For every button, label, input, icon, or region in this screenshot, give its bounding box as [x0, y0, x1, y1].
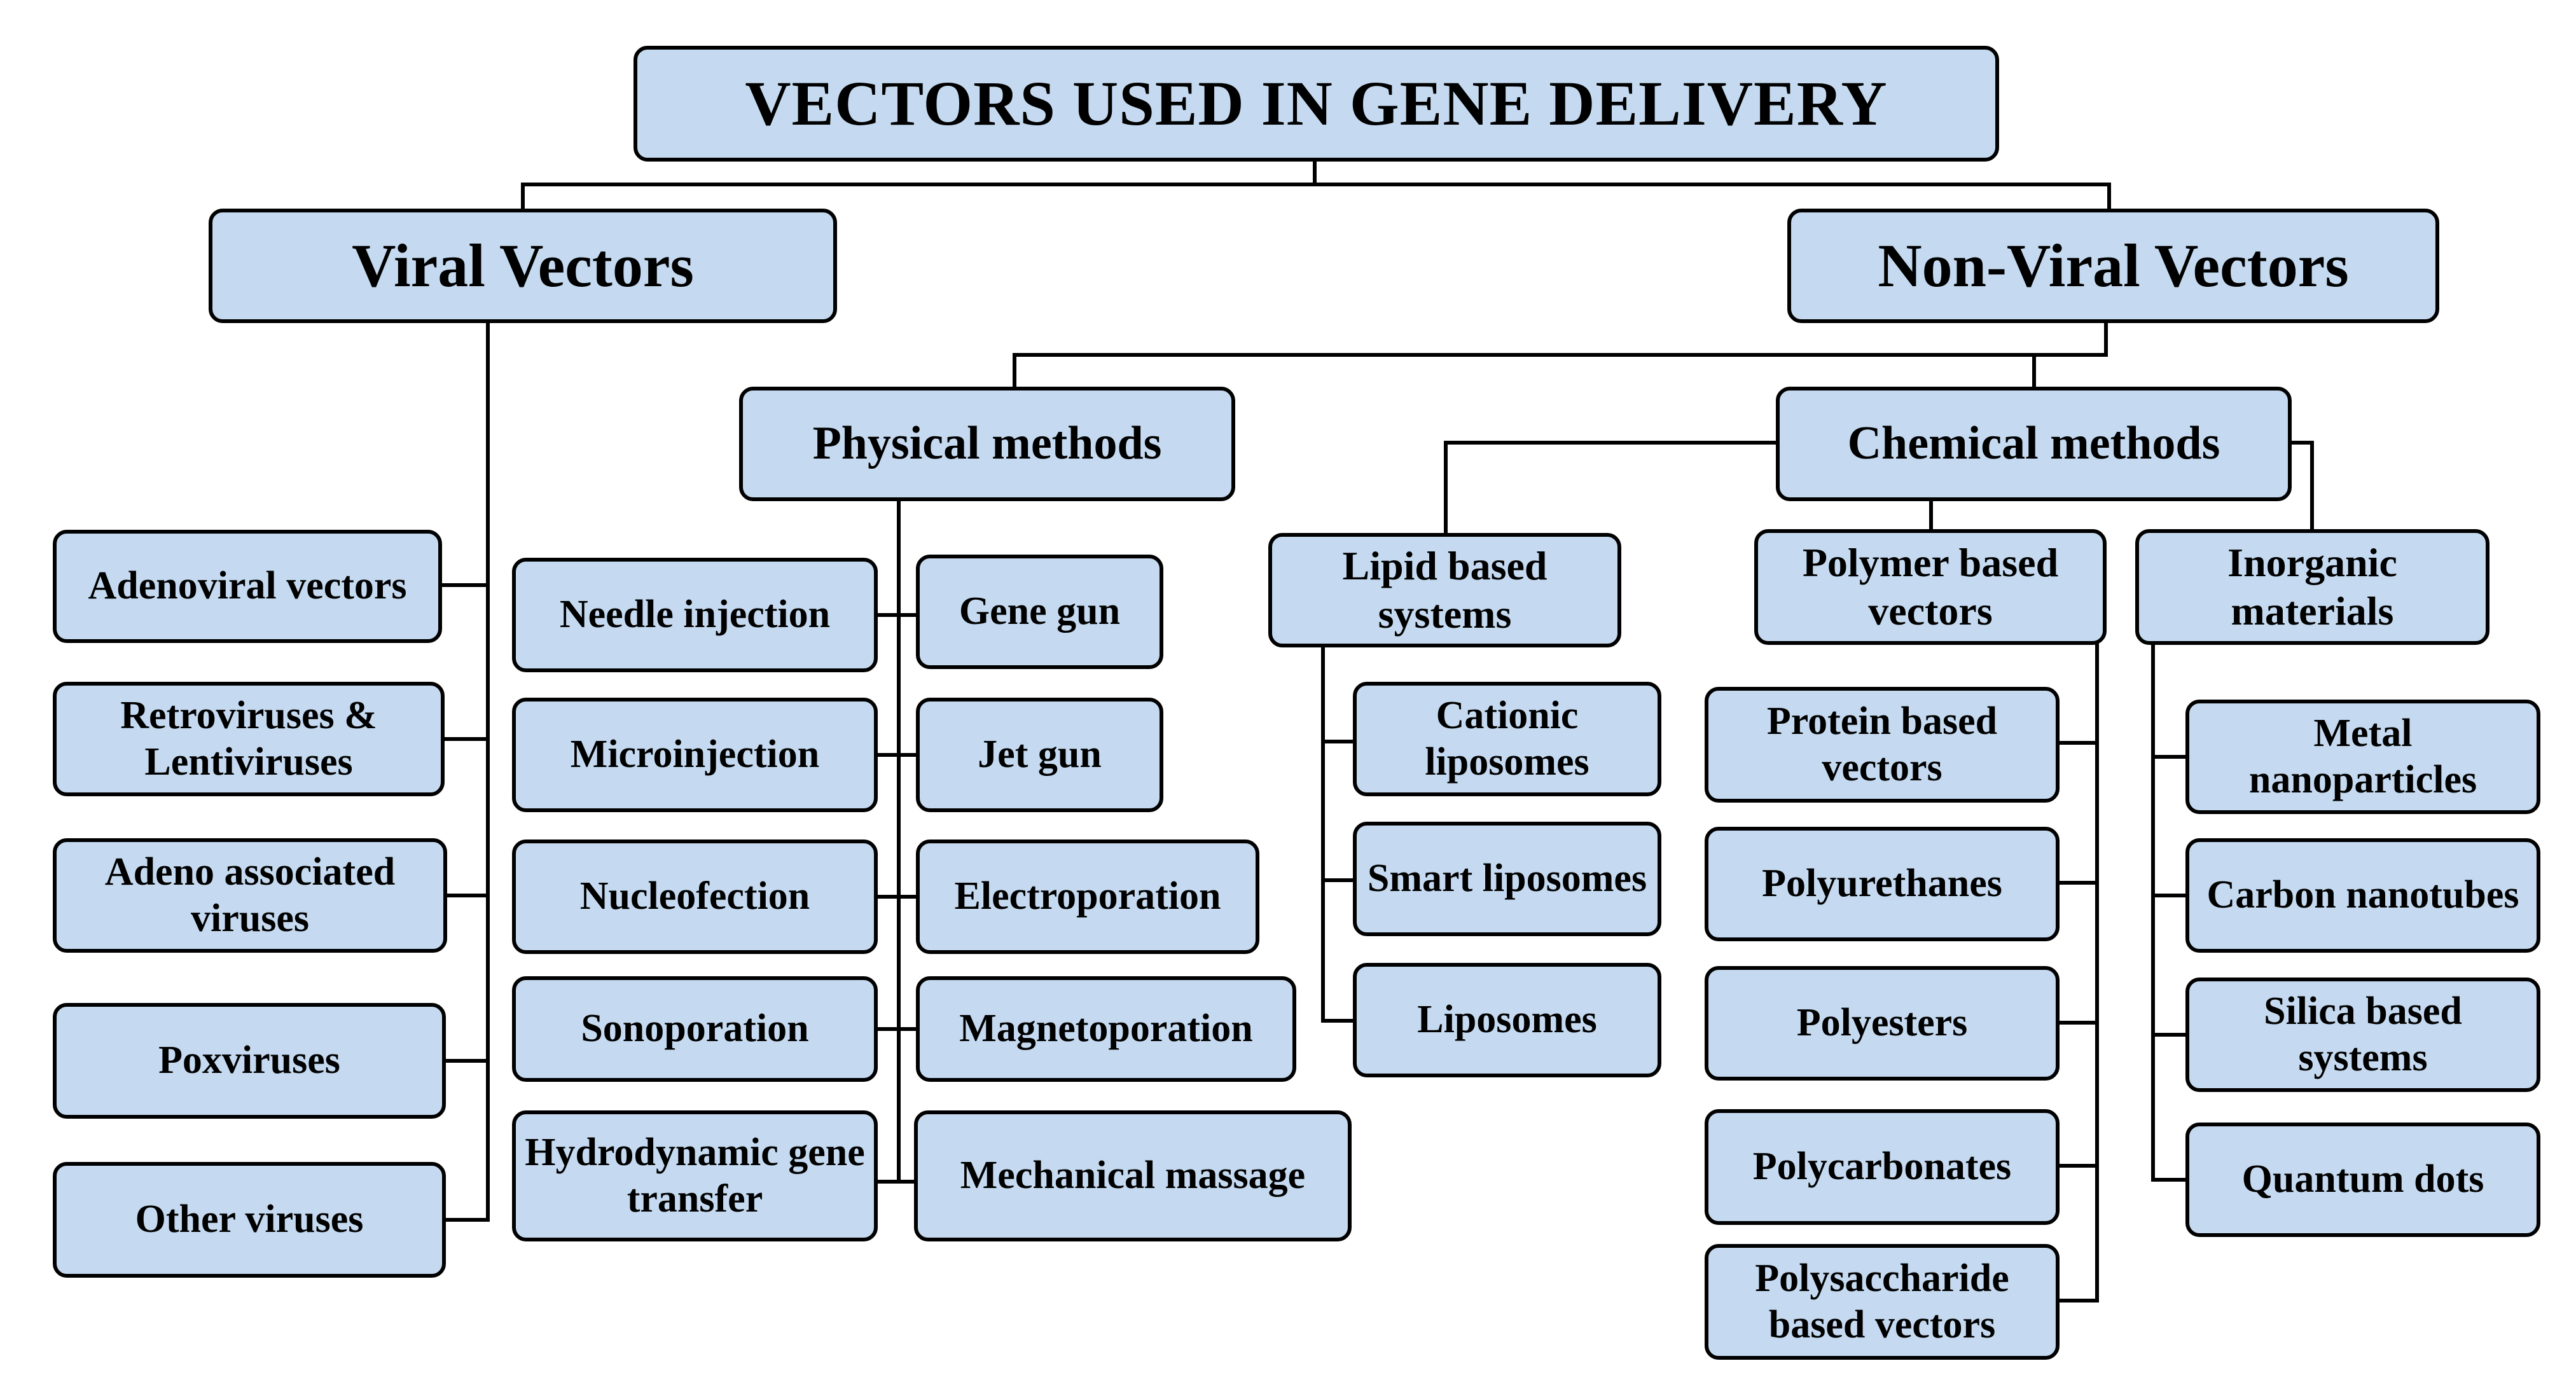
physical-item: Jet gun: [916, 698, 1163, 812]
viral-item-label: Poxviruses: [158, 1039, 340, 1082]
viral-item: Adenoviral vectors: [53, 530, 442, 643]
lipid-item: Cationic liposomes: [1353, 682, 1661, 796]
physical-item-label: Gene gun: [959, 590, 1121, 633]
physical-item-label: Magnetoporation: [959, 1007, 1253, 1051]
polymer-item-label: Polyurethanes: [1762, 862, 2002, 906]
chemical-methods-label: Chemical methods: [1847, 417, 2220, 470]
inorganic-item: Quantum dots: [2185, 1123, 2540, 1237]
physical-item-label: Electroporation: [954, 874, 1221, 918]
inorganic-materials-label: Inorganic materials: [2227, 540, 2397, 633]
viral-item: Retroviruses & Lentiviruses: [53, 682, 445, 796]
lipid-item-label: Liposomes: [1417, 998, 1597, 1042]
diagram-title-text: VECTORS USED IN GENE DELIVERY: [745, 68, 1888, 139]
physical-methods-label: Physical methods: [812, 417, 1162, 470]
inorganic-item-label: Metal nanoparticles: [2248, 711, 2477, 801]
inorganic-item-label: Quantum dots: [2241, 1157, 2484, 1201]
viral-item-label: Retroviruses & Lentiviruses: [120, 693, 377, 784]
inorganic-item: Metal nanoparticles: [2185, 700, 2540, 814]
physical-item: Sonoporation: [512, 976, 878, 1082]
physical-item: Needle injection: [512, 558, 878, 672]
polymer-item: Polycarbonates: [1705, 1109, 2060, 1225]
physical-item: Gene gun: [916, 555, 1163, 669]
polymer-item: Polyurethanes: [1705, 827, 2060, 941]
physical-item: Hydrodynamic gene transfer: [512, 1110, 878, 1241]
inorganic-item: Carbon nanotubes: [2185, 838, 2540, 953]
viral-vectors-label: Viral Vectors: [352, 231, 694, 300]
non-viral-vectors-node: Non-Viral Vectors: [1787, 209, 2439, 323]
polymer-based-vectors-node: Polymer based vectors: [1754, 529, 2107, 645]
viral-vectors-node: Viral Vectors: [209, 209, 837, 323]
chemical-methods-node: Chemical methods: [1776, 387, 2292, 501]
physical-item: Electroporation: [916, 840, 1259, 954]
physical-item: Mechanical massage: [914, 1110, 1352, 1241]
physical-item-label: Microinjection: [570, 733, 820, 777]
non-viral-vectors-label: Non-Viral Vectors: [1878, 231, 2349, 300]
polymer-item: Polyesters: [1705, 966, 2060, 1081]
viral-item-label: Adenoviral vectors: [88, 564, 407, 608]
inorganic-materials-node: Inorganic materials: [2135, 529, 2489, 645]
lipid-item: Smart liposomes: [1353, 822, 1661, 936]
polymer-item: Protein based vectors: [1705, 687, 2060, 803]
polymer-item-label: Polysaccharide based vectors: [1755, 1256, 2009, 1346]
physical-item-label: Hydrodynamic gene transfer: [525, 1130, 865, 1220]
polymer-item-label: Protein based vectors: [1766, 699, 1998, 789]
inorganic-item-label: Silica based systems: [2264, 989, 2462, 1079]
physical-item-label: Nucleofection: [579, 874, 810, 918]
polymer-item: Polysaccharide based vectors: [1705, 1244, 2060, 1360]
physical-item: Magnetoporation: [916, 976, 1296, 1082]
viral-item: Poxviruses: [53, 1003, 446, 1119]
viral-item: Adeno associated viruses: [53, 838, 447, 953]
polymer-item-label: Polyesters: [1796, 1001, 1968, 1045]
lipid-item-label: Cationic liposomes: [1425, 693, 1589, 784]
polymer-based-vectors-label: Polymer based vectors: [1802, 540, 2059, 633]
viral-item-label: Adeno associated viruses: [104, 850, 396, 940]
lipid-item: Liposomes: [1353, 963, 1661, 1077]
lipid-based-systems-label: Lipid based systems: [1342, 543, 1548, 637]
physical-item-label: Needle injection: [559, 593, 831, 637]
physical-item-label: Sonoporation: [581, 1007, 809, 1051]
lipid-based-systems-node: Lipid based systems: [1268, 533, 1621, 647]
viral-item: Other viruses: [53, 1162, 446, 1278]
inorganic-item-label: Carbon nanotubes: [2206, 873, 2519, 917]
physical-item: Microinjection: [512, 698, 878, 812]
polymer-item-label: Polycarbonates: [1752, 1145, 2012, 1189]
lipid-item-label: Smart liposomes: [1367, 857, 1647, 901]
viral-item-label: Other viruses: [135, 1198, 364, 1241]
diagram-title: VECTORS USED IN GENE DELIVERY: [634, 46, 1999, 162]
physical-item-label: Mechanical massage: [960, 1154, 1306, 1198]
physical-item: Nucleofection: [512, 840, 878, 954]
physical-item-label: Jet gun: [978, 733, 1102, 777]
inorganic-item: Silica based systems: [2185, 978, 2540, 1092]
physical-methods-node: Physical methods: [739, 387, 1235, 501]
